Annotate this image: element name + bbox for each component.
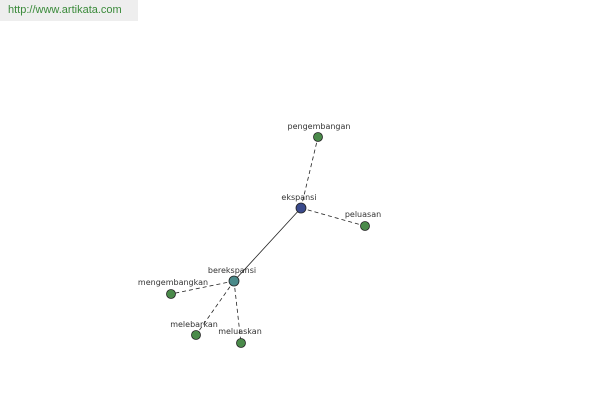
node-label-peluasan[interactable]: peluasan: [345, 210, 381, 219]
node-label-ekspansi[interactable]: ekspansi: [281, 193, 316, 202]
node-label-mengembangkan[interactable]: mengembangkan: [138, 278, 208, 287]
edge-berekspansi-mengembangkan: [170, 280, 235, 295]
edges-layer: [170, 136, 366, 344]
node-pengembangan[interactable]: [313, 132, 323, 142]
node-label-pengembangan[interactable]: pengembangan: [288, 122, 351, 131]
node-mengembangkan[interactable]: [166, 289, 176, 299]
node-label-berekspansi[interactable]: berekspansi: [208, 266, 256, 275]
nodes-layer: [166, 132, 370, 348]
url-banner[interactable]: http://www.artikata.com: [0, 0, 138, 21]
node-label-melebarkan[interactable]: melebarkan: [170, 320, 218, 329]
node-peluasan[interactable]: [360, 221, 370, 231]
edge-ekspansi-pengembangan: [300, 136, 319, 209]
node-melebarkan[interactable]: [191, 330, 201, 340]
edge-ekspansi-berekspansi: [233, 207, 302, 282]
node-meluaskan[interactable]: [236, 338, 246, 348]
labels-layer: ekspansipengembanganpeluasanberekspansim…: [138, 122, 381, 336]
edge-berekspansi-meluaskan: [233, 280, 242, 344]
node-ekspansi[interactable]: [295, 202, 307, 214]
node-label-meluaskan[interactable]: meluaskan: [218, 327, 262, 336]
url-text[interactable]: http://www.artikata.com: [8, 4, 122, 16]
node-berekspansi[interactable]: [228, 275, 240, 287]
